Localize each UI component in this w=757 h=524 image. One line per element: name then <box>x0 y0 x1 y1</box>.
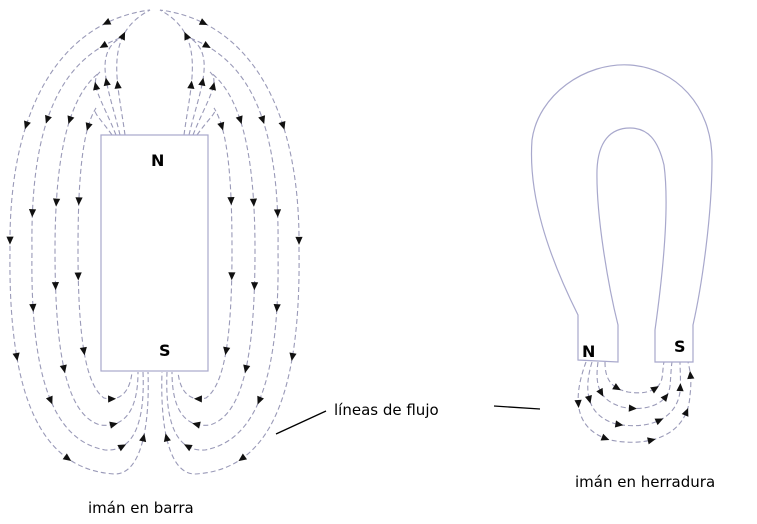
horseshoe-arrow-2-4 <box>676 383 684 392</box>
bar-arrow-3-2 <box>67 115 75 125</box>
bar-arrow-1-4 <box>24 120 31 130</box>
bar-arrow-2-2 <box>99 40 109 48</box>
bar-field-line-8 <box>177 107 233 400</box>
bar-arrow-4-4 <box>79 346 87 356</box>
horseshoe-field-line-4 <box>604 361 665 394</box>
bar-arrow-8-5 <box>193 395 202 403</box>
bar-magnet-field-arrows <box>6 18 303 462</box>
bar-magnet-south-label: S <box>159 341 171 360</box>
horseshoe-magnet-body <box>530 64 713 363</box>
horseshoe-arrow-3-3 <box>660 393 669 402</box>
bar-arrow-7-4 <box>250 282 259 291</box>
horseshoe-arrow-4-1 <box>612 383 621 391</box>
bar-arrow-1-6 <box>12 352 20 362</box>
bar-arrow-2-4 <box>28 209 37 218</box>
horseshoe-arrow-1-2 <box>600 433 610 441</box>
bar-arrow-3-1 <box>93 81 101 91</box>
bar-arrow-6-5 <box>273 303 281 313</box>
bar-arrow-3-3 <box>52 198 61 207</box>
horseshoe-magnet-group: N S imán en herradura <box>530 64 715 491</box>
bar-arrow-5-3 <box>198 18 208 26</box>
horseshoe-arrow-2-1 <box>584 394 592 404</box>
horseshoe-field-line-3 <box>596 361 673 409</box>
bar-magnet-north-label: N <box>151 151 164 170</box>
bar-arrow-5-1 <box>187 80 195 89</box>
bar-arrow-5-2 <box>184 31 192 41</box>
bar-arrow-6-2 <box>202 40 211 49</box>
flux-annotation: líneas de flujo <box>275 401 541 435</box>
horseshoe-arrow-3-2 <box>628 404 637 412</box>
bar-arrow-2-7 <box>117 444 127 452</box>
flux-pointer-right <box>493 405 541 410</box>
bar-arrow-4-5 <box>108 395 117 403</box>
bar-magnet-body <box>100 134 209 372</box>
bar-arrow-3-5 <box>59 364 67 374</box>
horseshoe-arrow-3-1 <box>596 387 604 397</box>
bar-field-line-6 <box>166 37 279 451</box>
bar-arrow-6-1 <box>198 77 206 87</box>
horseshoe-arrow-1-4 <box>681 407 689 417</box>
bar-arrow-5-8 <box>163 433 171 443</box>
bar-arrow-6-7 <box>183 444 193 452</box>
horseshoe-arrow-2-3 <box>654 418 664 426</box>
bar-arrow-6-6 <box>257 395 264 405</box>
bar-arrow-1-8 <box>139 433 147 443</box>
bar-arrow-6-3 <box>258 115 266 124</box>
bar-arrow-1-3 <box>102 18 112 25</box>
bar-arrow-5-6 <box>289 352 297 362</box>
bar-arrow-1-5 <box>6 236 14 245</box>
bar-arrow-1-1 <box>114 80 122 89</box>
bar-magnet-group: N S imán en barra <box>6 9 303 517</box>
bar-arrow-7-2 <box>235 115 243 125</box>
bar-arrow-4-3 <box>74 272 82 281</box>
horseshoe-arrow-2-2 <box>614 420 624 428</box>
bar-arrow-6-4 <box>273 209 282 218</box>
horseshoe-field-line-1 <box>577 361 692 443</box>
bar-arrow-2-5 <box>29 303 37 312</box>
bar-arrow-8-1 <box>217 121 225 131</box>
bar-field-line-5 <box>159 9 300 475</box>
bar-arrow-2-1 <box>103 77 111 87</box>
bar-arrow-5-7 <box>238 453 248 462</box>
horseshoe-arrow-1-5 <box>687 370 695 380</box>
bar-arrow-4-1 <box>85 122 93 131</box>
bar-field-line-4 <box>77 107 133 400</box>
bar-arrow-3-6 <box>109 421 118 429</box>
horseshoe-arrow-1-1 <box>574 399 582 408</box>
bar-field-line-1 <box>9 9 151 475</box>
horseshoe-caption: imán en herradura <box>575 473 715 491</box>
bar-arrow-8-3 <box>228 272 236 281</box>
horseshoe-north-label: N <box>582 342 595 361</box>
horseshoe-arrow-1-3 <box>647 437 656 445</box>
bar-arrow-7-1 <box>209 82 217 91</box>
horseshoe-south-label: S <box>674 337 686 356</box>
bar-arrow-7-6 <box>192 421 201 429</box>
horseshoe-field-lines <box>577 361 692 443</box>
horseshoe-field-arrows <box>574 370 695 445</box>
bar-arrow-7-3 <box>249 198 258 207</box>
bar-arrow-8-2 <box>227 196 235 206</box>
horseshoe-arrow-4-2 <box>650 386 659 394</box>
bar-arrow-3-4 <box>51 281 60 291</box>
bar-arrow-2-3 <box>45 114 52 124</box>
bar-arrow-8-4 <box>223 346 231 356</box>
bar-arrow-1-2 <box>118 31 126 41</box>
bar-arrow-4-2 <box>75 197 83 206</box>
flux-pointer-left <box>275 410 327 435</box>
bar-arrow-1-7 <box>62 453 72 462</box>
bar-arrow-2-6 <box>45 395 53 405</box>
bar-arrow-5-4 <box>278 120 286 130</box>
flux-label: líneas de flujo <box>334 401 439 419</box>
bar-magnet-caption: imán en barra <box>88 499 194 517</box>
bar-arrow-5-5 <box>295 236 303 245</box>
bar-arrow-7-5 <box>243 364 251 374</box>
bar-field-line-2 <box>31 37 144 451</box>
